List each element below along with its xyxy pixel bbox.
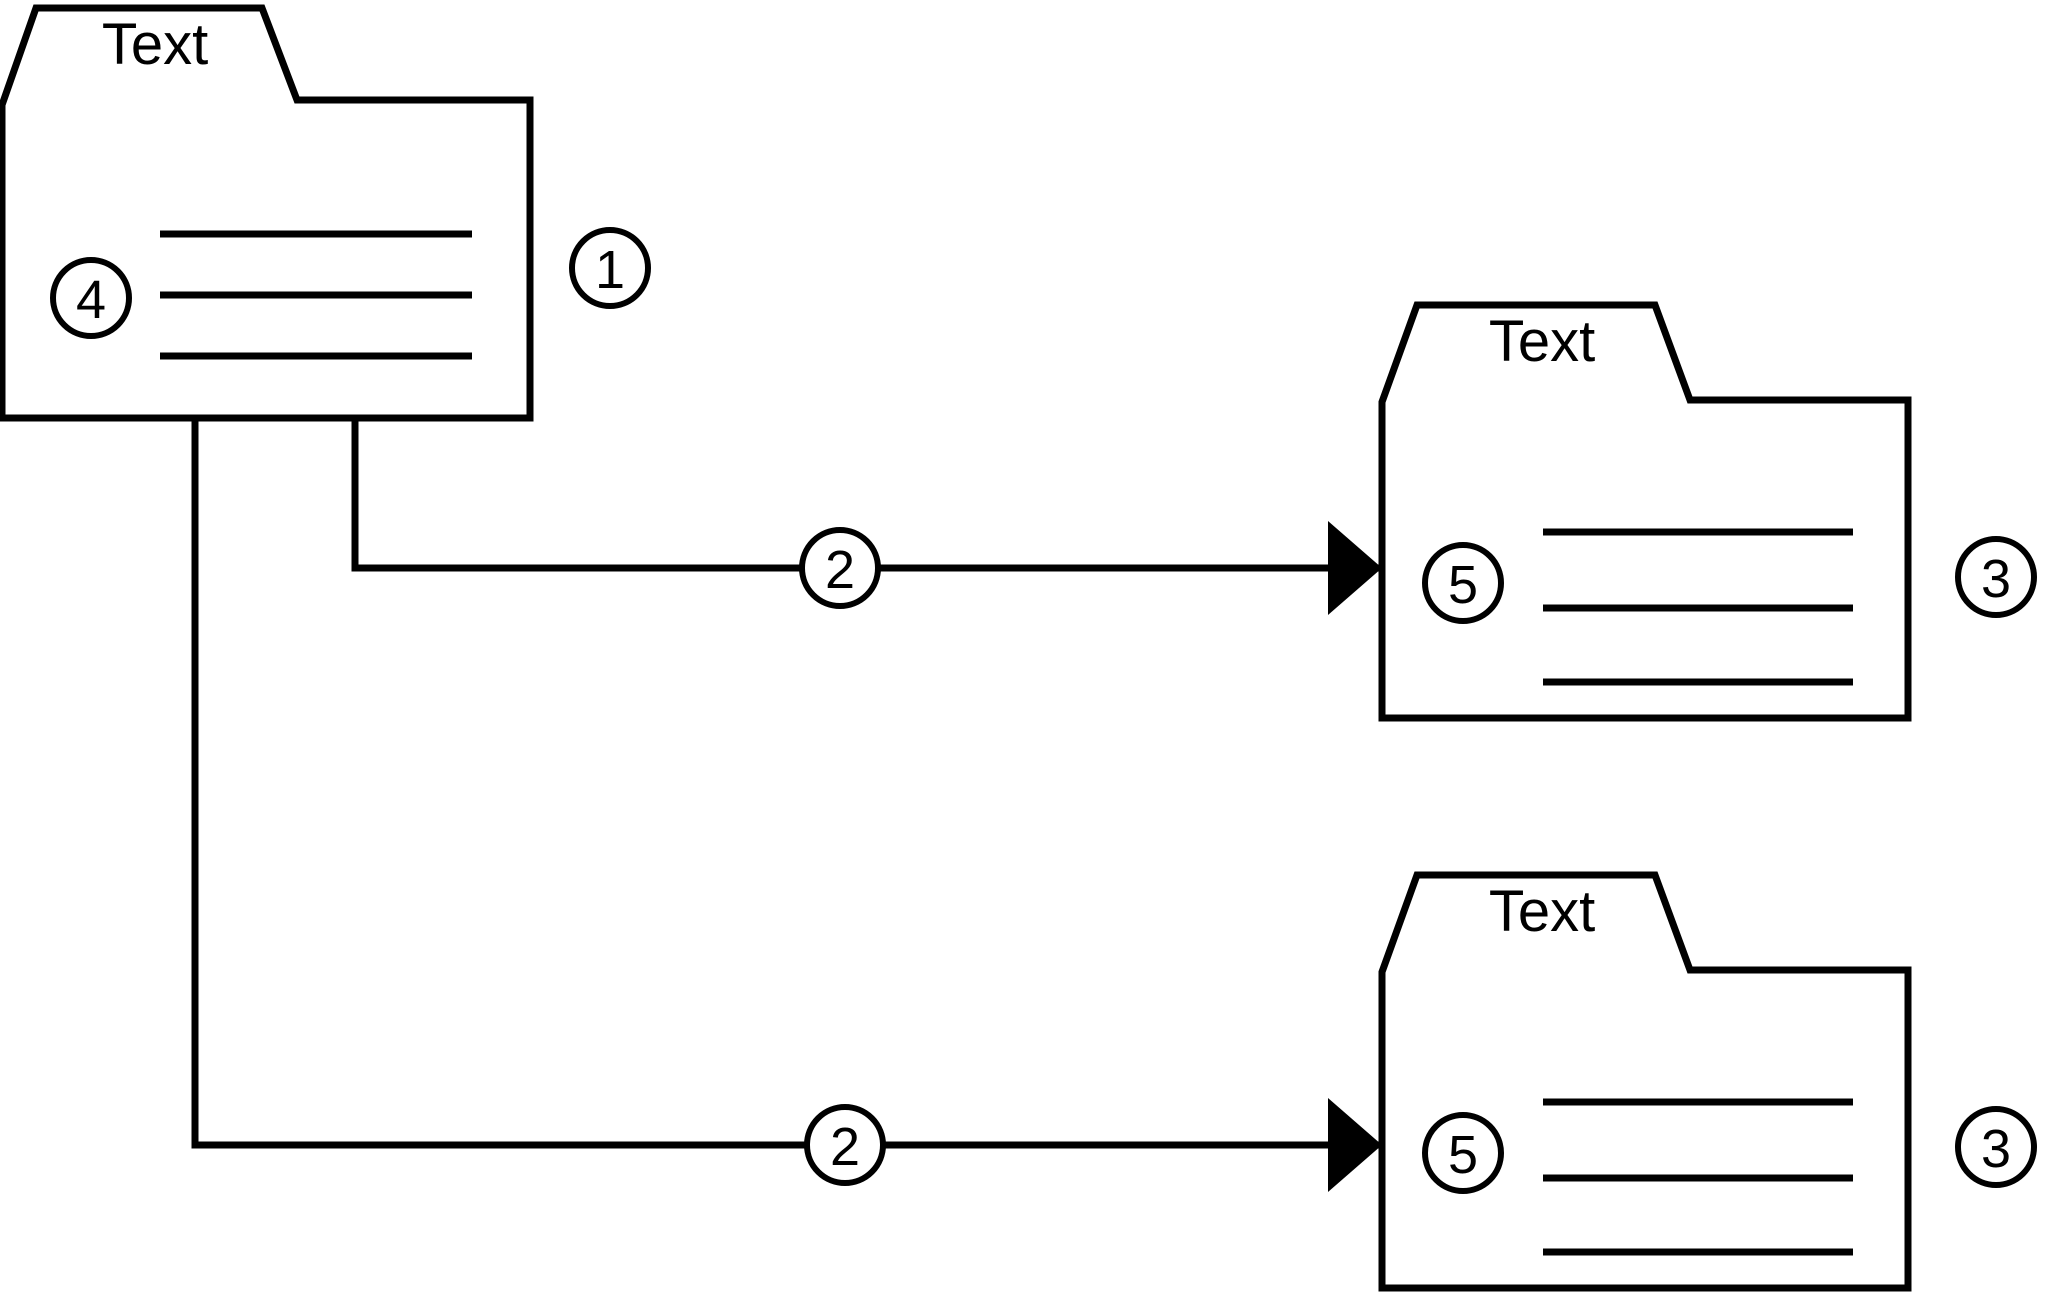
marker-3-bottom-label: 3 — [1981, 1119, 2011, 1179]
marker-2-bottom[interactable]: 2 — [804, 1104, 886, 1186]
marker-5-bottom[interactable]: 5 — [1422, 1112, 1504, 1194]
folder-target-bottom[interactable]: Text 5 — [1378, 871, 1912, 1292]
marker-5-bottom-circle — [1422, 1112, 1504, 1194]
edge-top-arrowhead — [1328, 521, 1382, 615]
marker-1-circle — [569, 227, 651, 309]
folder-target-top-outline — [1378, 301, 1912, 722]
marker-3-bottom[interactable]: 3 — [1955, 1106, 2037, 1188]
edge-top-connector[interactable] — [351, 418, 1382, 615]
marker-4-label: 4 — [76, 270, 106, 330]
edge-top-path — [351, 418, 1380, 572]
edge-bottom-arrowhead — [1328, 1098, 1382, 1192]
folder-target-top-title: Text — [1489, 309, 1595, 374]
folder-target-bottom-title: Text — [1489, 879, 1595, 944]
edge-bottom-path — [191, 418, 1380, 1149]
marker-1-label: 1 — [595, 240, 625, 300]
marker-2-top-circle — [799, 527, 881, 609]
marker-2-bottom-label: 2 — [830, 1117, 860, 1177]
folder-source-outline — [0, 4, 534, 422]
marker-5-top-circle — [1422, 542, 1504, 624]
marker-2-top[interactable]: 2 — [799, 527, 881, 609]
marker-3-top-label: 3 — [1981, 549, 2011, 609]
marker-2-top-label: 2 — [825, 540, 855, 600]
edge-bottom-connector[interactable] — [191, 418, 1382, 1192]
folder-source-title: Text — [102, 12, 208, 77]
marker-5-top[interactable]: 5 — [1422, 542, 1504, 624]
marker-3-bottom-circle — [1955, 1106, 2037, 1188]
folder-target-bottom-outline — [1378, 871, 1912, 1292]
marker-5-bottom-label: 5 — [1448, 1125, 1478, 1185]
marker-3-top[interactable]: 3 — [1955, 536, 2037, 618]
marker-4[interactable]: 4 — [50, 257, 132, 339]
marker-4-circle — [50, 257, 132, 339]
marker-3-top-circle — [1955, 536, 2037, 618]
marker-1[interactable]: 1 — [569, 227, 651, 309]
folder-source[interactable]: Text 4 — [0, 4, 534, 422]
folder-target-top[interactable]: Text 5 — [1378, 301, 1912, 722]
marker-5-top-label: 5 — [1448, 555, 1478, 615]
marker-2-bottom-circle — [804, 1104, 886, 1186]
